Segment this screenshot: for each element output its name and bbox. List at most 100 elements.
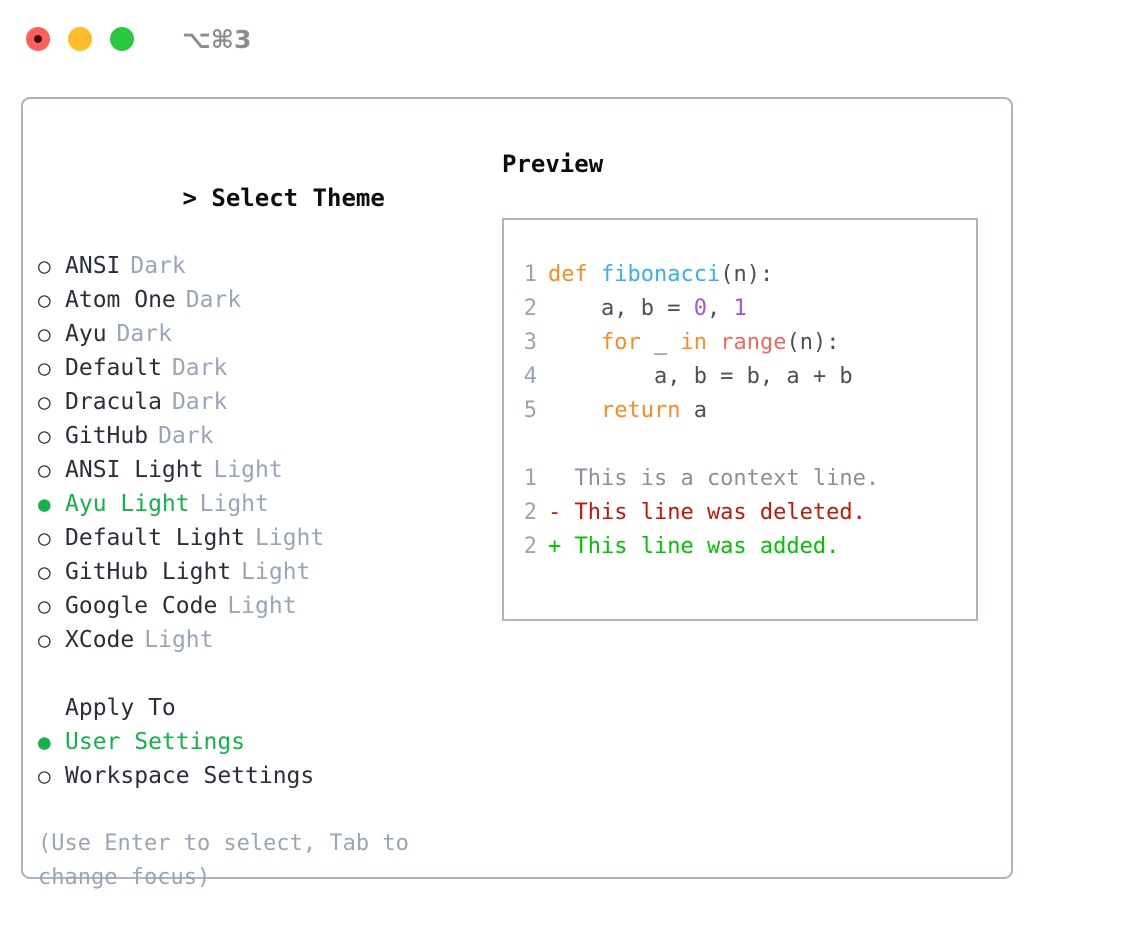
line-number: 4 [523, 364, 537, 389]
keyboard-shortcut-label: ⌥⌘3 [182, 24, 252, 54]
radio-unselected-icon: ○ [38, 628, 51, 652]
line-number: 2 [523, 500, 537, 525]
theme-option-tag: Dark [116, 321, 172, 347]
code-text: a, b = 0, 1 [548, 292, 747, 326]
close-button-icon[interactable] [26, 27, 50, 51]
theme-option-tag: Light [255, 525, 325, 551]
theme-option-label: Ayu Light [65, 491, 190, 517]
traffic-light-group [26, 27, 134, 51]
radio-unselected-icon: ○ [38, 526, 51, 550]
radio-selected-icon: ● [38, 730, 51, 754]
line-number: 5 [523, 398, 537, 423]
section-spacer [38, 657, 478, 691]
preview-heading: Preview [502, 150, 604, 178]
prompt-marker: > [182, 184, 197, 212]
radio-unselected-icon: ○ [38, 458, 51, 482]
radio-unselected-icon: ○ [38, 390, 51, 414]
theme-option-label: GitHub Light [65, 559, 232, 585]
line-number: 2 [523, 296, 537, 321]
theme-option-label: Default [65, 355, 162, 381]
diff-sample: 1 This is a context line. 2 - This line wa… [504, 462, 976, 564]
diff-line: 2 + This line was added. [504, 530, 976, 564]
code-line: 5 return a [504, 394, 976, 428]
code-text: for _ in range(n): [548, 326, 839, 360]
code-diff-spacer [504, 428, 976, 462]
theme-option-label: ANSI Light [65, 457, 204, 483]
apply-option-label: User Settings [65, 729, 246, 755]
line-number: 1 [523, 262, 537, 287]
diff-line: 2 - This line was deleted. [504, 496, 976, 530]
radio-unselected-icon: ○ [38, 424, 51, 448]
theme-option-tag: Light [213, 457, 283, 483]
theme-option-tag: Light [199, 491, 269, 517]
theme-option-label: Default Light [65, 525, 246, 551]
code-line: 4 a, b = b, a + b [504, 360, 976, 394]
line-number: 3 [523, 330, 537, 355]
theme-option-label: GitHub [65, 423, 149, 449]
theme-option-label: ANSI [65, 253, 121, 279]
code-token: 0 [693, 296, 707, 321]
apply-option-user-settings[interactable]: ● User Settings [38, 725, 478, 759]
radio-unselected-icon: ○ [38, 322, 51, 346]
minimize-button-icon[interactable] [68, 27, 92, 51]
code-token: range [720, 330, 787, 355]
theme-option-default-light[interactable]: ○ Default Light Light [38, 521, 478, 555]
diff-text: - This line was deleted. [548, 500, 866, 525]
theme-option-ayu-light[interactable]: ● Ayu Light Light [38, 487, 478, 521]
radio-unselected-icon: ○ [38, 764, 51, 788]
theme-option-label: Dracula [65, 389, 162, 415]
line-number: 2 [523, 534, 537, 559]
radio-selected-icon: ● [38, 492, 51, 516]
code-text: a, b = b, a + b [548, 360, 853, 394]
radio-unselected-icon: ○ [38, 254, 51, 278]
code-token: , [706, 296, 734, 321]
theme-option-label: Atom One [65, 287, 176, 313]
theme-option-tag: Dark [130, 253, 186, 279]
apply-option-workspace-settings[interactable]: ○Workspace Settings [38, 759, 478, 793]
theme-option-ayu[interactable]: ○ Ayu Dark [38, 317, 478, 351]
theme-option-tag: Light [227, 593, 297, 619]
code-token: a [680, 398, 707, 423]
radio-unselected-icon: ○ [38, 560, 51, 584]
code-token [548, 398, 601, 423]
diff-text: + This line was added. [548, 534, 840, 559]
theme-option-atom-one[interactable]: ○ Atom One Dark [38, 283, 478, 317]
code-line: 3 for _ in range(n): [504, 326, 976, 360]
apply-to-list: ● User Settings ○Workspace Settings [38, 725, 478, 793]
code-token [707, 330, 720, 355]
code-token: a, b = [548, 296, 694, 321]
theme-option-label: Google Code [65, 593, 218, 619]
code-token: (n): [720, 262, 774, 287]
theme-option-google-code[interactable]: ○ Google Code Light [38, 589, 478, 623]
code-token: return [600, 398, 681, 423]
theme-option-ansi-light[interactable]: ○ ANSI Light Light [38, 453, 478, 487]
theme-option-label: Ayu [65, 321, 107, 347]
code-token [548, 330, 601, 355]
select-theme-title: Select Theme [211, 184, 385, 212]
radio-unselected-icon: ○ [38, 594, 51, 618]
code-token: def [548, 262, 601, 287]
radio-unselected-icon: ○ [38, 288, 51, 312]
code-line: 2 a, b = 0, 1 [504, 292, 976, 326]
code-token: _ [640, 330, 681, 355]
line-number: 1 [523, 466, 537, 491]
code-token: (n): [786, 330, 840, 355]
diff-text: This is a context line. [548, 466, 880, 491]
theme-option-ansi[interactable]: ○ ANSI Dark [38, 249, 478, 283]
code-token: a, b = b, a + b [548, 364, 853, 389]
maximize-button-icon[interactable] [110, 27, 134, 51]
select-theme-heading: > Select Theme [38, 147, 478, 249]
theme-option-tag: Dark [185, 287, 242, 313]
